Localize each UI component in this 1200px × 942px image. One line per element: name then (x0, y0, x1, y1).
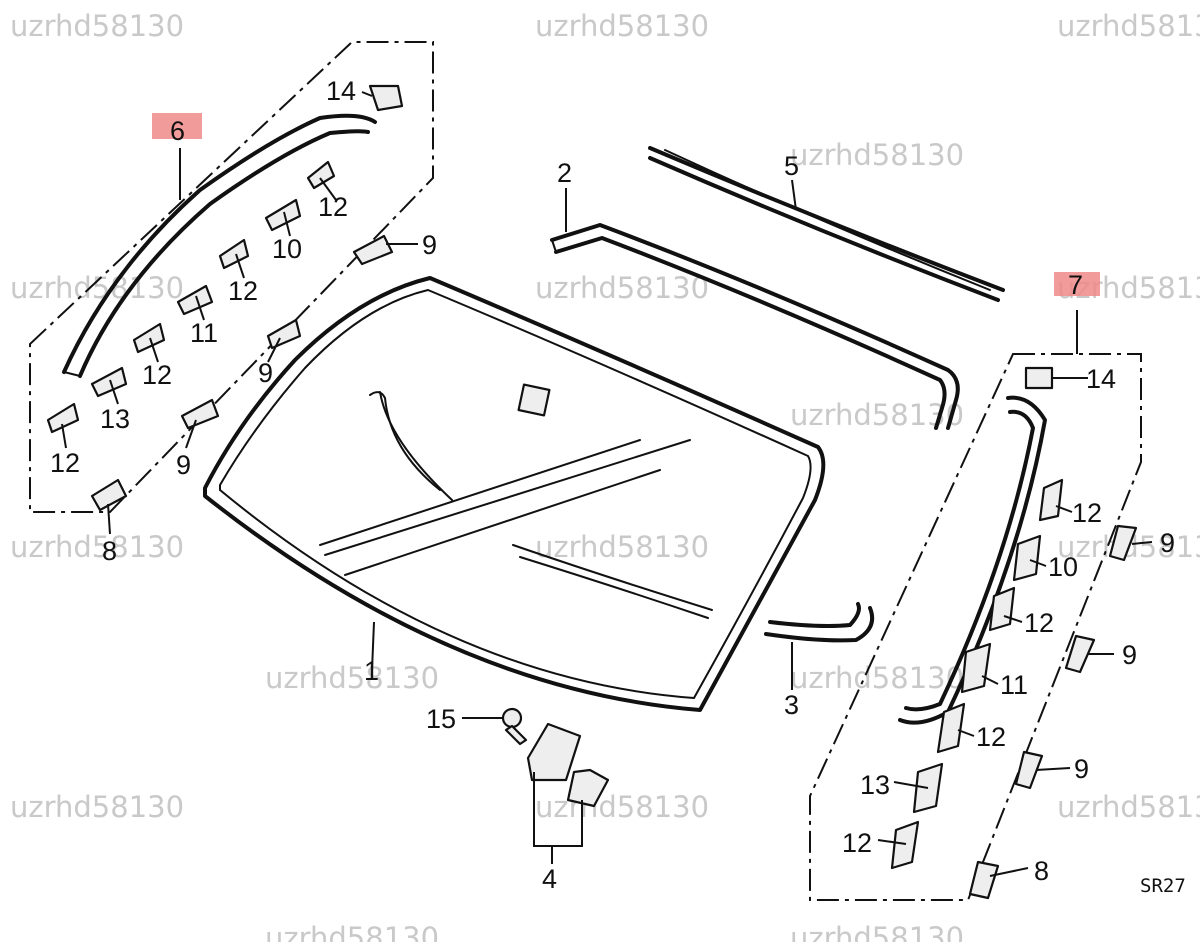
clip-12 (936, 702, 966, 754)
callout-11-left: 11 (190, 318, 218, 348)
watermark: uzrhd58130 (790, 921, 964, 942)
left-clip-set (46, 84, 404, 512)
clip-12 (132, 322, 166, 354)
windshield-glass (203, 276, 826, 712)
callout-3: 3 (784, 690, 799, 720)
watermark: uzrhd58130 (1057, 790, 1200, 824)
mirror-mount-pad (517, 383, 551, 417)
clip-11 (176, 284, 214, 316)
clip-9 (266, 318, 302, 350)
callout-12-left: 12 (228, 276, 258, 306)
callout-13-right: 13 (860, 770, 890, 800)
callout-6: 6 (170, 116, 185, 146)
callout-8-right: 8 (1034, 856, 1049, 886)
watermark-layer: uzrhd58130 uzrhd58130 uzrhd58130 uzrhd58… (10, 9, 1200, 942)
callout-14-left: 14 (326, 76, 356, 106)
clip-10 (1012, 534, 1042, 582)
callout-10-left: 10 (272, 234, 302, 264)
clip-12 (218, 238, 250, 270)
clip-14 (368, 84, 404, 112)
bracket-4 (526, 722, 610, 808)
watermark: uzrhd58130 (790, 661, 964, 695)
clip-12 (1038, 478, 1064, 522)
bolt-15 (501, 707, 528, 746)
callout-4: 4 (542, 864, 557, 894)
callout-11-right: 11 (1000, 670, 1028, 700)
callout-12-left: 12 (142, 360, 172, 390)
left-group-outline (29, 41, 434, 513)
callout-8-left: 8 (102, 536, 117, 566)
leader-lines (61, 91, 1153, 877)
callout-9-right: 9 (1122, 640, 1137, 670)
callout-9-left: 9 (422, 230, 437, 260)
callout-14-right: 14 (1086, 364, 1116, 394)
clip-13 (90, 366, 128, 398)
watermark: uzrhd58130 (265, 661, 439, 695)
highlight-7 (1054, 272, 1100, 296)
callout-2: 2 (557, 158, 572, 188)
clip-9 (1064, 634, 1096, 674)
clip-9 (1108, 524, 1138, 562)
callout-12-left: 12 (50, 448, 80, 478)
clip-12 (988, 586, 1016, 632)
lower-seal (764, 602, 875, 643)
right-side-molding (898, 395, 1047, 725)
right-group-outline (809, 353, 1142, 901)
clip-12 (46, 402, 80, 434)
watermark: uzrhd58130 (10, 9, 184, 43)
diagram-code: SR27 (1140, 875, 1186, 897)
clip-12 (890, 820, 920, 870)
watermark: uzrhd58130 (10, 271, 184, 305)
callout-9-right: 9 (1160, 528, 1175, 558)
callout-12-right: 12 (1072, 498, 1102, 528)
right-clip-set (890, 366, 1138, 900)
watermark: uzrhd58130 (535, 271, 709, 305)
callout-12-right: 12 (976, 722, 1006, 752)
watermark: uzrhd58130 (10, 530, 184, 564)
callout-10-right: 10 (1048, 552, 1078, 582)
callout-13-left: 13 (100, 404, 130, 434)
highlight-6 (152, 113, 202, 139)
callout-9-right: 9 (1074, 754, 1089, 784)
callout-9-left: 9 (258, 358, 273, 388)
callout-12-right: 12 (1024, 608, 1054, 638)
left-side-molding (62, 113, 377, 378)
clip-9 (352, 234, 394, 266)
watermark: uzrhd58130 (1057, 9, 1200, 43)
upper-seal (550, 223, 960, 430)
clip-9 (180, 398, 220, 430)
clip-8 (968, 860, 1000, 900)
callout-5: 5 (784, 151, 799, 181)
clip-9 (1014, 750, 1044, 790)
watermark: uzrhd58130 (535, 9, 709, 43)
callout-labels: 1 2 3 4 5 6 7 14 12 10 12 11 12 13 12 9 … (50, 76, 1186, 897)
watermark: uzrhd58130 (790, 138, 964, 172)
clip-8 (90, 478, 128, 512)
callout-15: 15 (426, 704, 456, 734)
callout-12-left: 12 (318, 192, 348, 222)
clip-14 (1024, 366, 1054, 390)
watermark: uzrhd58130 (535, 530, 709, 564)
clip-12 (306, 160, 336, 190)
callout-1: 1 (364, 656, 379, 686)
callout-7: 7 (1068, 270, 1083, 300)
clip-10 (264, 198, 302, 232)
watermark: uzrhd58130 (535, 790, 709, 824)
clip-11 (960, 642, 992, 694)
watermark: uzrhd58130 (10, 790, 184, 824)
callout-12-right: 12 (842, 828, 872, 858)
roof-molding (648, 146, 1005, 302)
watermark: uzrhd58130 (265, 921, 439, 942)
callout-9-left: 9 (176, 450, 191, 480)
